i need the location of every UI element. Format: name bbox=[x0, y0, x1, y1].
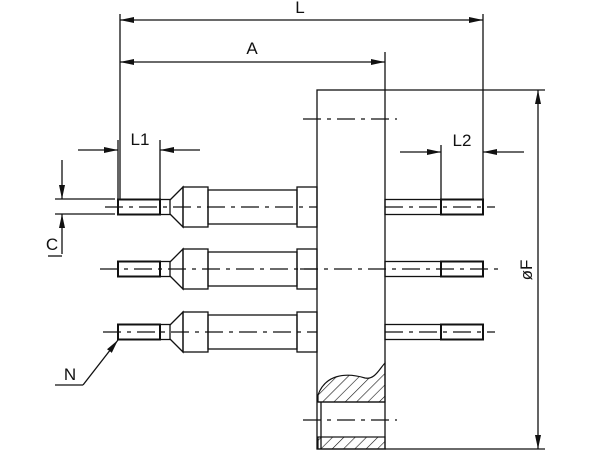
dimension-L: L bbox=[119, 0, 484, 200]
dimension-L1: L1 bbox=[78, 130, 200, 199]
dimension-label-A: A bbox=[246, 39, 258, 58]
right-pin-top bbox=[384, 198, 495, 216]
dimension-C: C bbox=[46, 160, 115, 257]
left-pin-middle bbox=[100, 247, 318, 291]
dimension-L2: L2 bbox=[400, 131, 524, 199]
dimension-A: A bbox=[120, 39, 386, 90]
leader-label-N: N bbox=[64, 365, 76, 384]
right-pin-bottom bbox=[384, 323, 495, 341]
leader-N: N bbox=[55, 339, 119, 386]
dimension-label-L2: L2 bbox=[453, 131, 472, 150]
dimension-label-L1: L1 bbox=[131, 130, 150, 149]
left-pin-bottom bbox=[103, 310, 318, 354]
dimension-F: øF bbox=[385, 89, 545, 450]
dimension-label-C: C bbox=[46, 235, 58, 254]
dimension-label-L: L bbox=[295, 0, 304, 17]
left-pin-top bbox=[105, 185, 318, 229]
right-pin-middle bbox=[300, 260, 500, 278]
dimension-label-F: øF bbox=[517, 260, 536, 281]
